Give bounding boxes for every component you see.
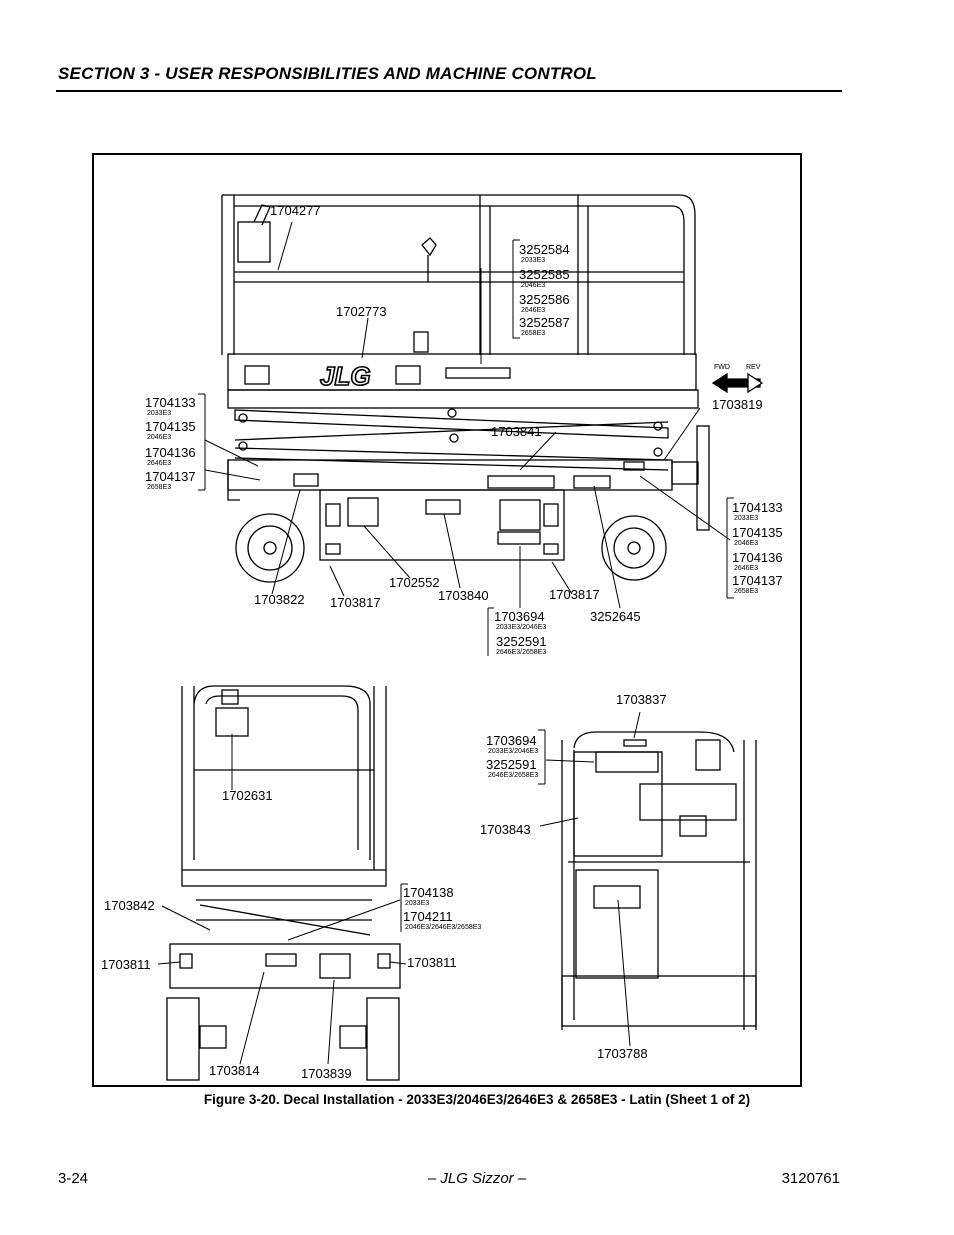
label-1703842: 1703842 [104,898,155,913]
label-3252645: 3252645 [590,609,641,624]
group-model: 2646E3 [147,460,171,467]
group-part: 1704133 [732,500,783,515]
group-model: 2646E3/2658E3 [496,649,546,656]
group-right: 1704133 2033E3 1704135 2046E3 1704136 26… [732,500,783,595]
group-model: 2046E3 [734,540,758,547]
header-rule [56,90,842,92]
group-part: 3252591 [486,757,537,772]
front-platform [181,869,387,887]
group-part: 1703694 [494,609,545,624]
figure-frame [92,153,802,1087]
group-part: 1704133 [145,395,196,410]
group-front-mid: 1704138 2033E3 1704211 2046E3/2646E3/265… [403,885,481,931]
label-1703817-left: 1703817 [330,595,381,610]
group-part: 1704135 [732,525,783,540]
front-wheel-left [166,997,200,1081]
scissor-arm-1 [234,409,669,439]
scissor-arm-2 [234,447,669,471]
front-chassis [169,943,401,989]
front-rail-top [193,685,371,860]
rev-label: REV [746,364,761,371]
rear-lower-panel [575,869,659,979]
label-1703841: 1703841 [491,424,542,439]
figure-caption: Figure 3-20. Decal Installation - 2033E3… [203,1092,751,1107]
platform-deck [227,353,697,391]
group-part: 1703694 [486,733,537,748]
jlg-logo: JLG [320,361,371,391]
group-part: 1704137 [145,469,196,484]
group-part: 1704137 [732,573,783,588]
front-wheel-right [366,997,400,1081]
group-model: 2033E3 [734,515,758,522]
label-1703788: 1703788 [597,1046,648,1061]
group-part: 1704135 [145,419,196,434]
group-part: 1704138 [403,885,454,900]
rear-chassis [561,975,757,1027]
group-part: 1704211 [403,909,453,924]
rail-mid [234,271,684,283]
group-model: 2046E3 [147,434,171,441]
group-part: 3252584 [519,242,570,257]
rail-post-left [221,195,235,355]
rear-bracket [696,425,710,531]
label-1704277: 1704277 [270,203,321,218]
group-model: 2046E3 [521,282,545,289]
label-1703822: 1703822 [254,592,305,607]
group-left: 1704133 2033E3 1704135 2046E3 1704136 26… [145,395,196,491]
group-model: 2658E3 [147,484,171,491]
group-center-bottom: 1703694 2033E3/2046E3 3252591 2646E3/265… [494,609,547,656]
label-1703819: 1703819 [712,397,763,412]
group-model: 2646E3/2658E3 [488,772,538,779]
label-1703839: 1703839 [301,1066,352,1081]
label-1703811-right: 1703811 [407,955,457,970]
part-labels: 1704277 1702773 1703819 1703841 1703822 … [101,203,763,1081]
group-model: 2033E3 [521,257,545,264]
label-1703843: 1703843 [480,822,531,837]
group-model: 2046E3/2646E3/2658E3 [405,924,481,931]
label-1703837: 1703837 [616,692,667,707]
chassis-lower [319,489,565,561]
label-1703817-right: 1703817 [549,587,600,602]
group-part: 3252586 [519,292,570,307]
group-part: 1704136 [145,445,196,460]
rear-rail-top [573,731,735,753]
group-part: 3252587 [519,315,570,330]
fwd-label: FWD [714,364,730,371]
section-title: SECTION 3 - USER RESPONSIBILITIES AND MA… [58,64,597,83]
wheel-right [601,515,667,581]
label-1702552: 1702552 [389,575,440,590]
label-1703811-left: 1703811 [101,957,151,972]
group-model: 2033E3/2046E3 [488,748,538,755]
group-part: 3252591 [496,634,547,649]
leader-lines [157,221,731,1065]
group-model: 2033E3 [147,410,171,417]
label-1703814: 1703814 [209,1063,260,1078]
label-1703840: 1703840 [438,588,489,603]
group-part: 3252585 [519,267,570,282]
controller-box-side [237,221,271,263]
group-model: 2033E3 [405,900,429,907]
group-model: 2033E3/2046E3 [496,624,546,631]
doc-number: 3120761 [781,1170,840,1187]
rail-top [222,194,696,355]
wheel-left [235,513,305,583]
label-1702631: 1702631 [222,788,273,803]
rear-panel [573,751,663,857]
group-part: 1704136 [732,550,783,565]
group-model: 2646E3 [521,307,545,314]
footer-title: – JLG Sizzor – [427,1170,527,1187]
group-brackets [198,239,734,932]
page-number: 3-24 [58,1170,89,1187]
front-scissor [196,899,372,936]
label-1702773: 1702773 [336,304,387,319]
group-rear: 1703694 2033E3/2046E3 3252591 2646E3/265… [486,733,538,779]
group-model: 2646E3 [734,565,758,572]
group-model: 2658E3 [734,588,758,595]
group-model: 2658E3 [521,330,545,337]
group-top-right: 3252584 2033E3 3252585 2046E3 3252586 26… [519,242,570,337]
